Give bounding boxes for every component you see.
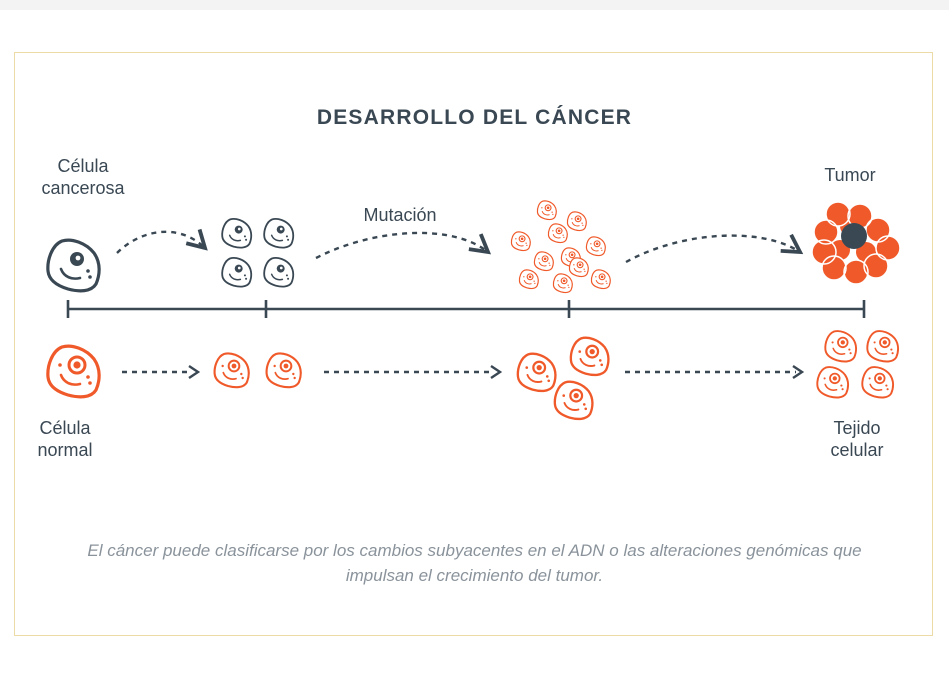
- straight-arrow-3: [625, 365, 805, 379]
- label-normal-cell: Célula normal: [37, 418, 93, 460]
- curved-arrow-mutation: [315, 231, 492, 260]
- straight-arrow-2: [324, 365, 503, 379]
- caption: El cáncer puede clasificarse por los cam…: [87, 541, 862, 585]
- diagram-card: [14, 52, 933, 636]
- diagram-title: DESARROLLO DEL CÁNCER: [316, 106, 633, 129]
- label-mutation: Mutación: [363, 205, 437, 225]
- curved-arrow-3: [625, 233, 804, 264]
- tumor-icon: [811, 201, 901, 285]
- label-tumor: Tumor: [824, 165, 876, 185]
- cell-tissue: [816, 330, 900, 399]
- normal-cells-three: [516, 336, 610, 421]
- cancer-cell-single: [46, 238, 101, 293]
- mutated-cells-cluster: [510, 200, 611, 294]
- top-bar: [0, 0, 949, 10]
- cancer-cells-four: [221, 218, 295, 288]
- timeline: [66, 300, 866, 318]
- label-cancer-cell: Célula cancerosa: [41, 156, 125, 198]
- label-tissue: Tejido celular: [830, 418, 884, 460]
- normal-cells-two: [213, 352, 302, 389]
- curved-arrow-1: [116, 228, 208, 254]
- normal-cell-single: [46, 344, 101, 399]
- straight-arrow-1: [122, 365, 201, 379]
